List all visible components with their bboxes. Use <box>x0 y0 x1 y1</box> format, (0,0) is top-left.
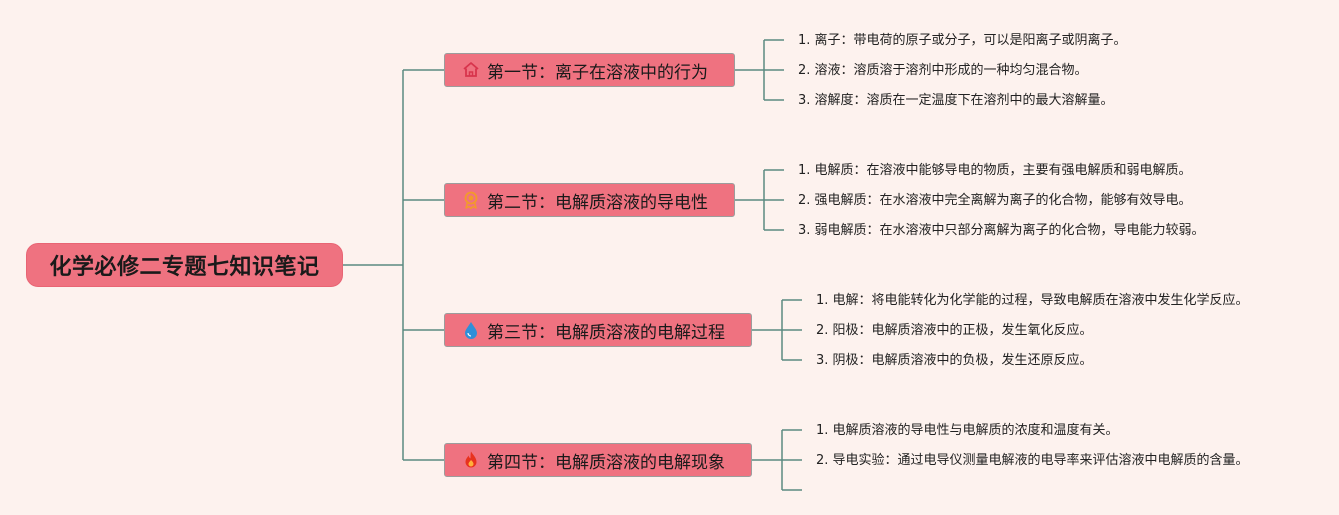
section-4-node[interactable]: 第四节：电解质溶液的电解现象 <box>444 443 752 477</box>
section-1-item-1[interactable]: 1. 离子：带电荷的原子或分子，可以是阳离子或阴离子。 <box>798 33 1127 48</box>
section-1-item-3[interactable]: 3. 溶解度：溶质在一定温度下在溶剂中的最大溶解量。 <box>798 93 1114 108</box>
section-1-node[interactable]: 第一节：离子在溶液中的行为 <box>444 53 735 87</box>
section-4-label: 第四节：电解质溶液的电解现象 <box>487 452 725 473</box>
section-2-node[interactable]: 第二节：电解质溶液的导电性 <box>444 183 735 217</box>
root-topic[interactable]: 化学必修二专题七知识笔记 <box>26 243 343 287</box>
root-topic-label: 化学必修二专题七知识笔记 <box>49 255 320 280</box>
section-3-item-2[interactable]: 2. 阳极：电解质溶液中的正极，发生氧化反应。 <box>816 323 1093 338</box>
fire-icon <box>461 450 481 470</box>
section-3-item-1[interactable]: 1. 电解：将电能转化为化学能的过程，导致电解质在溶液中发生化学反应。 <box>816 293 1249 308</box>
section-3-label: 第三节：电解质溶液的电解过程 <box>487 322 725 343</box>
section-3-node[interactable]: 第三节：电解质溶液的电解过程 <box>444 313 752 347</box>
section-3-item-3[interactable]: 3. 阴极：电解质溶液中的负极，发生还原反应。 <box>816 353 1093 368</box>
house-icon <box>461 60 481 80</box>
water-drop-icon <box>461 320 481 340</box>
section-2-label: 第二节：电解质溶液的导电性 <box>487 192 708 213</box>
section-2-item-1[interactable]: 1. 电解质：在溶液中能够导电的物质，主要有强电解质和弱电解质。 <box>798 163 1192 178</box>
section-4-item-2[interactable]: 2. 导电实验：通过电导仪测量电解液的电导率来评估溶液中电解质的含量。 <box>816 453 1249 468</box>
section-1-label: 第一节：离子在溶液中的行为 <box>487 62 708 83</box>
section-4-item-1[interactable]: 1. 电解质溶液的导电性与电解质的浓度和温度有关。 <box>816 423 1119 438</box>
award-icon <box>461 190 481 210</box>
section-1-item-2[interactable]: 2. 溶液：溶质溶于溶剂中形成的一种均匀混合物。 <box>798 63 1088 78</box>
section-2-item-2[interactable]: 2. 强电解质：在水溶液中完全离解为离子的化合物，能够有效导电。 <box>798 193 1192 208</box>
section-2-item-3[interactable]: 3. 弱电解质：在水溶液中只部分离解为离子的化合物，导电能力较弱。 <box>798 223 1205 238</box>
